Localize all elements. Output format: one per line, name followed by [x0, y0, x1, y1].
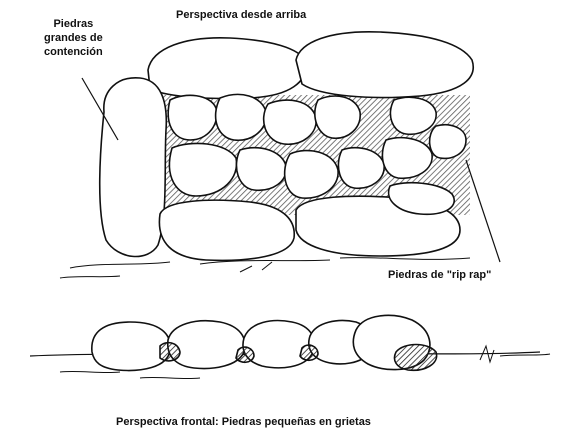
retaining-label-line3: contención — [44, 45, 103, 59]
middle-stone — [315, 96, 360, 138]
base-stone — [159, 200, 294, 260]
riprap-stones-label: Piedras de "rip rap" — [388, 268, 491, 282]
front-view-title: Perspectiva frontal: Piedras pequeñas en… — [116, 415, 371, 429]
retaining-stones-label: Piedras grandes de contención — [44, 17, 103, 59]
middle-stone — [264, 100, 317, 144]
retaining-label-line2: grandes de — [44, 31, 103, 45]
front-stone — [92, 322, 170, 370]
gravel-right — [395, 345, 437, 371]
top-view-title: Perspectiva desde arriba — [176, 8, 306, 22]
front-view-wall — [30, 315, 540, 370]
middle-stone — [216, 94, 267, 140]
middle-stone — [390, 97, 436, 134]
middle-stone — [430, 125, 466, 159]
cap-stone-right — [296, 32, 473, 98]
middle-stone — [382, 138, 432, 179]
cap-stone-left — [148, 38, 306, 99]
front-stone — [243, 321, 314, 368]
front-stone — [168, 321, 245, 369]
retaining-boulder-left — [100, 78, 167, 257]
top-view-wall — [100, 32, 473, 261]
middle-stone — [338, 148, 384, 189]
retaining-label-line1: Piedras — [44, 17, 103, 31]
middle-stone — [236, 148, 286, 191]
